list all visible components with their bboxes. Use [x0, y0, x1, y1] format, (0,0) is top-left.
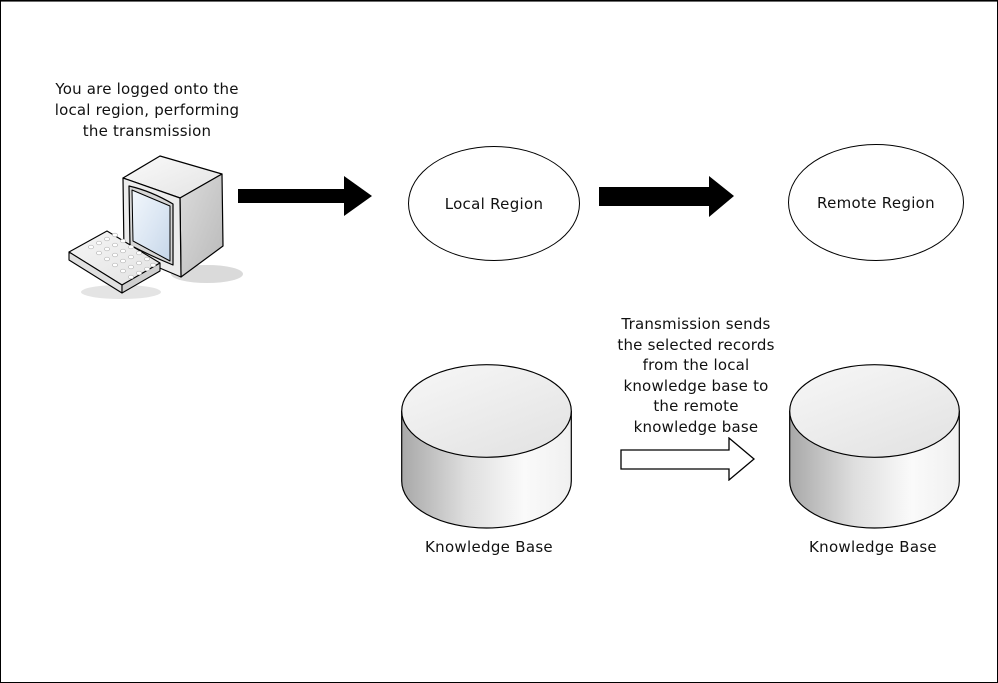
caption-login-line: the transmission: [82, 122, 212, 140]
computer-icon: [68, 155, 243, 299]
keyboard-keys: [88, 232, 156, 280]
node-remote-region: Remote Region: [788, 144, 964, 261]
caption-transmission-line: from the local: [642, 356, 750, 375]
hollow-arrow-right-icon: [620, 437, 756, 481]
caption-transmission-line: the selected records: [617, 335, 775, 354]
caption-transmission: Transmission sends the selected records …: [595, 314, 797, 438]
remote-knowledge-base-label: Knowledge Base: [809, 538, 937, 556]
caption-login-line: You are logged onto the: [55, 80, 239, 98]
arrow-right-icon: [599, 176, 734, 217]
caption-transmission-line: Transmission sends: [621, 315, 771, 333]
local-knowledge-base-label: Knowledge Base: [425, 538, 553, 556]
node-local-region: Local Region: [408, 146, 580, 261]
caption-transmission-line: knowledge base: [633, 417, 759, 436]
caption-login-line: local region, performing: [54, 101, 240, 119]
caption-login: You are logged onto the local region, pe…: [36, 79, 258, 142]
caption-transmission-line: the remote: [653, 397, 739, 416]
remote-region-label: Remote Region: [817, 193, 935, 212]
caption-transmission-line: knowledge base to: [623, 376, 769, 395]
database-cylinder-icon: [401, 364, 572, 529]
arrow-right-icon: [238, 176, 372, 216]
top-border-line: [1, 1, 997, 2]
local-region-label: Local Region: [444, 194, 544, 213]
monitor: [122, 155, 224, 278]
database-cylinder-icon: [789, 364, 960, 529]
